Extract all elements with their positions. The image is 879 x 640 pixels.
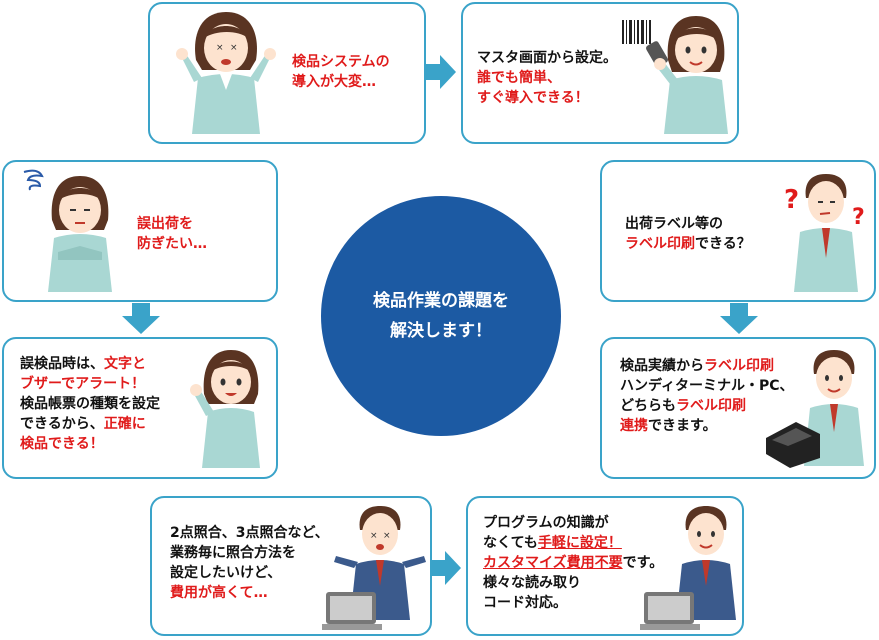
barcode-icon — [622, 20, 651, 44]
question-mark-icon: ? — [784, 185, 799, 215]
arrow-right-top — [425, 55, 456, 89]
arrow-down-right — [720, 303, 758, 334]
woman-scanner-figure — [622, 16, 728, 134]
svg-text:×: × — [383, 531, 391, 541]
card2-text: マスタ画面から設定。 誰でも簡単、 すぐ導入できる！ — [477, 50, 617, 106]
svg-text:×: × — [216, 43, 224, 53]
card1-text: 検品システムの 導入が大変… — [292, 54, 390, 90]
woman-troubled-figure — [23, 169, 112, 292]
card8-text: プログラムの知識が なくても手軽に設定！ カスタマイズ費用不要です。 様々な読み… — [483, 515, 664, 611]
center-title: 検品作業の課題を 解決します！ — [373, 291, 509, 341]
question-mark-icon-2: ? — [852, 205, 865, 230]
svg-text:×: × — [370, 531, 378, 541]
card4-text: 誤検品時は、文字と ブザーでアラート！ 検品帳票の種類を設定 できるから、正確に… — [20, 356, 160, 452]
svg-text:×: × — [230, 43, 238, 53]
center-circle — [321, 196, 561, 436]
man-printer-figure — [766, 350, 864, 468]
card3-text: 誤出荷を 防ぎたい… — [137, 216, 207, 252]
swirl-icon — [23, 169, 44, 191]
woman-waving-figure — [190, 350, 260, 468]
man-thinking-figure: ? ? — [784, 174, 865, 292]
card5-text: 出荷ラベル等の ラベル印刷できる？ — [625, 216, 751, 252]
man-shrug-laptop-figure: × × — [322, 506, 426, 630]
card-prevent-misshipment — [2, 160, 278, 302]
man-working-laptop-figure — [640, 506, 736, 630]
card7-text: 2点照合、3点照合など、 業務毎に照合方法を 設定したいけど、 費用が高くて… — [170, 525, 329, 601]
card6-text: 検品実績からラベル印刷 ハンディターミナル・PC、 どちらもラベル印刷 連携でき… — [620, 358, 794, 434]
woman-worried-figure: × × — [176, 12, 276, 134]
arrow-right-bottom — [430, 551, 461, 585]
arrow-down-left — [122, 303, 160, 334]
